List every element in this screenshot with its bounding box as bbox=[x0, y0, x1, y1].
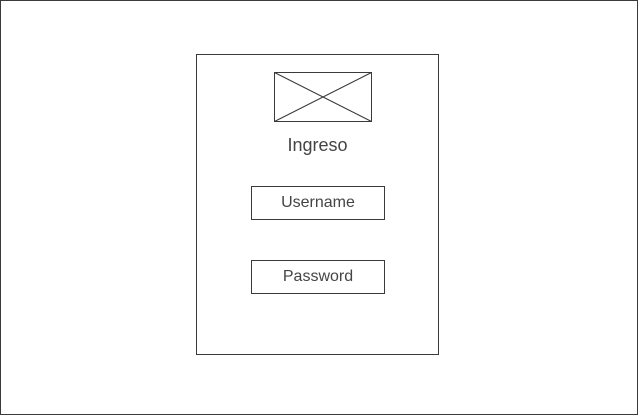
username-field[interactable]: Username bbox=[251, 186, 385, 220]
login-panel: Ingreso Username Password bbox=[196, 54, 439, 355]
password-field[interactable]: Password bbox=[251, 260, 385, 294]
image-placeholder-icon bbox=[274, 72, 372, 122]
page-title: Ingreso bbox=[287, 135, 348, 155]
